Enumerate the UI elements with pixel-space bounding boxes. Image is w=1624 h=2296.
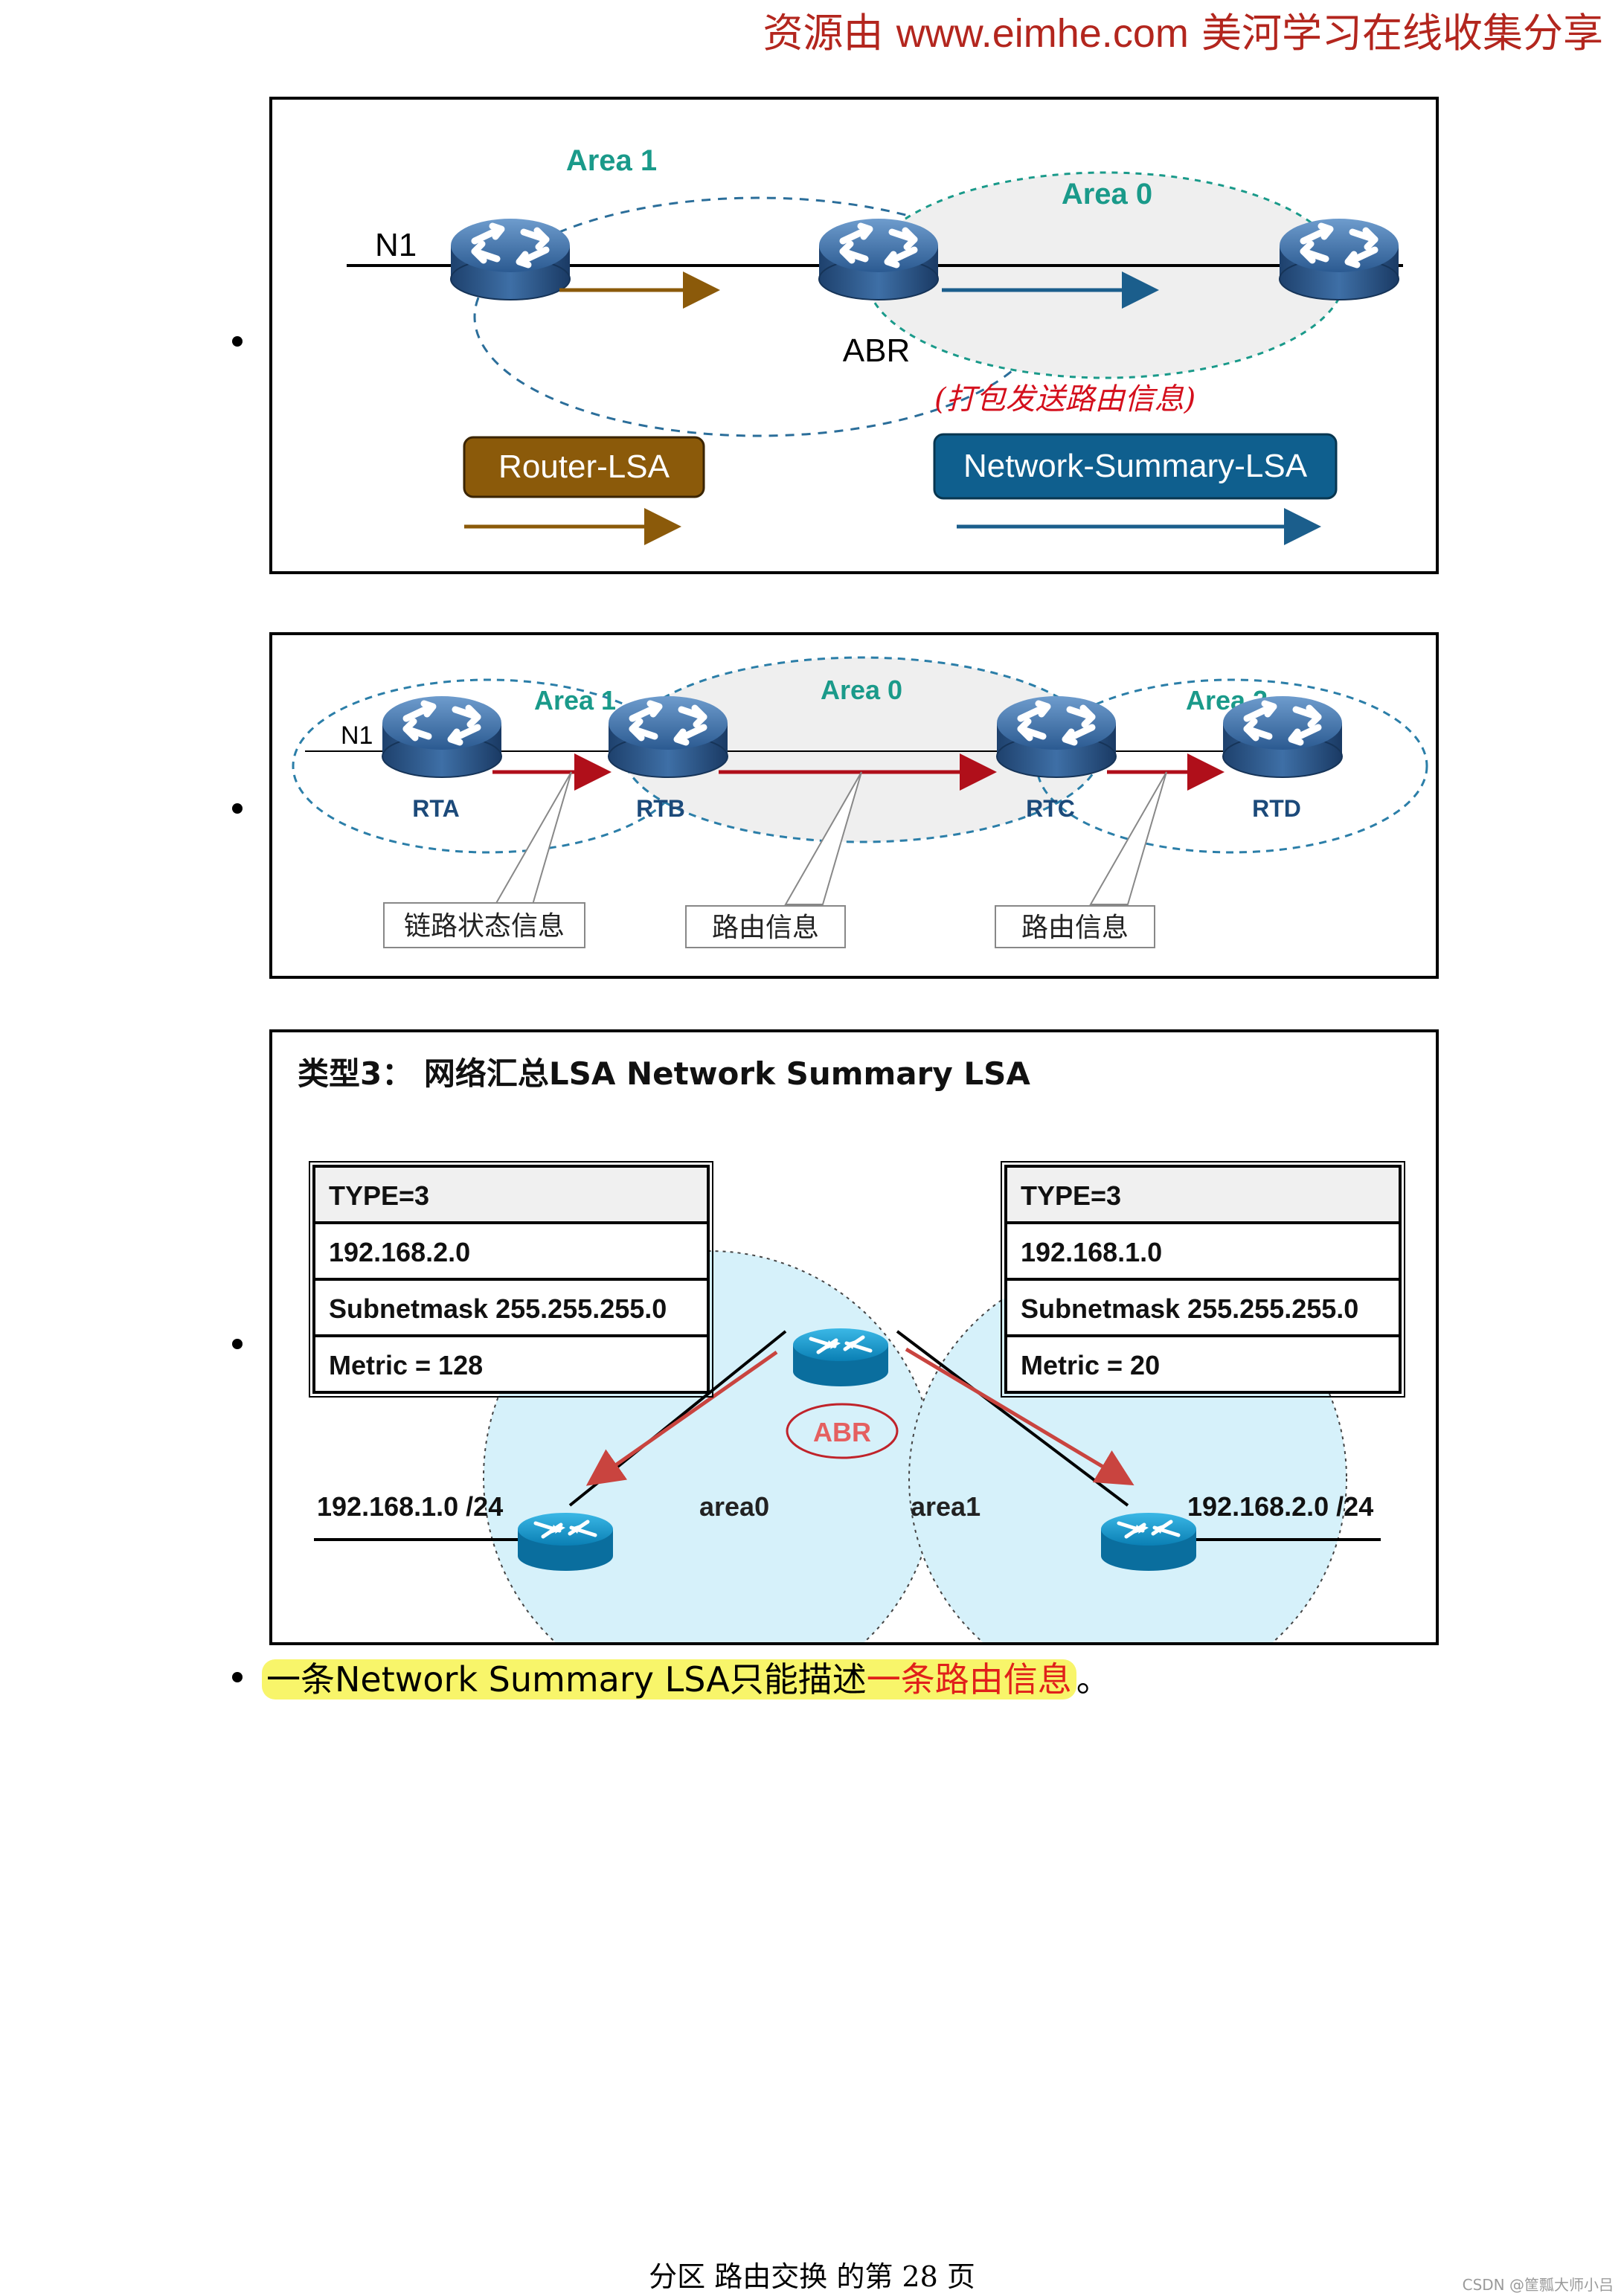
csdn-watermark: CSDN @筐瓢大师小吕 bbox=[1462, 2276, 1614, 2294]
figure-network-summary-lsa: 类型3： 网络汇总LSA Network Summary LSA ABR are… bbox=[269, 1029, 1439, 1645]
watermark: 资源由 www.eimhe.com 美河学习在线收集分享 bbox=[763, 10, 1603, 57]
summary-sentence: 一条Network Summary LSA只能描述一条路由信息。 bbox=[262, 1653, 1111, 1702]
router-lsa-box bbox=[463, 436, 705, 498]
label-rtc: RTC bbox=[1026, 795, 1075, 822]
n1-label: N1 bbox=[341, 721, 373, 750]
svg-text:Subnetmask 255.255.255.0: Subnetmask 255.255.255.0 bbox=[329, 1293, 667, 1324]
router-right-icon bbox=[1101, 1513, 1196, 1571]
svg-text:Metric = 20: Metric = 20 bbox=[1021, 1350, 1160, 1380]
svg-text:Metric = 128: Metric = 128 bbox=[329, 1350, 483, 1380]
area1-label: Area 1 bbox=[534, 685, 616, 716]
abr-label: ABR bbox=[813, 1417, 871, 1447]
router-rtb-icon bbox=[609, 696, 728, 777]
svg-text:Subnetmask 255.255.255.0: Subnetmask 255.255.255.0 bbox=[1021, 1293, 1358, 1324]
bullet-2 bbox=[232, 803, 243, 814]
router-right-icon bbox=[1280, 219, 1399, 300]
router-abr-icon bbox=[819, 219, 938, 300]
right-lsa-table: TYPE=3 192.168.1.0 Subnetmask 255.255.25… bbox=[1001, 1161, 1405, 1398]
router-lsa-label: Router-LSA bbox=[498, 448, 670, 485]
bullet-4 bbox=[232, 1672, 243, 1682]
callout-route-2 bbox=[995, 905, 1155, 948]
figure-3-svg: 类型3： 网络汇总LSA Network Summary LSA ABR are… bbox=[298, 1055, 1405, 1642]
label-rtb: RTB bbox=[636, 795, 685, 822]
figure-1-svg: Area 1 Area 0 N1 ABR (打包发送路由信息) Router-L… bbox=[347, 144, 1403, 545]
router-rtd-icon bbox=[1223, 696, 1342, 777]
svg-text:192.168.2.0: 192.168.2.0 bbox=[329, 1237, 470, 1267]
callout-route-1 bbox=[685, 905, 846, 948]
callout-link-state bbox=[383, 902, 585, 948]
router-rtc-icon bbox=[997, 696, 1116, 777]
page-footer: 分区 路由交换 的第 28 页 bbox=[649, 2260, 975, 2293]
highlight-red-text: 一条路由信息 bbox=[866, 1659, 1072, 1700]
area0-label: Area 0 bbox=[1062, 178, 1152, 210]
router-left-icon bbox=[451, 219, 570, 300]
figure-2-svg: N1 Area 1 Area 0 Area 2 RTA RTB RTC RTD … bbox=[292, 656, 1428, 948]
area0-label: Area 0 bbox=[821, 675, 902, 705]
network-summary-lsa-label: Network-Summary-LSA bbox=[963, 448, 1308, 484]
svg-text:TYPE=3: TYPE=3 bbox=[329, 1180, 429, 1211]
area0-label: area0 bbox=[699, 1491, 769, 1522]
svg-text:TYPE=3: TYPE=3 bbox=[1021, 1180, 1121, 1211]
svg-text:链路状态信息: 链路状态信息 bbox=[404, 911, 565, 942]
area1-label: area1 bbox=[911, 1491, 981, 1522]
highlight-text: 一条Network Summary LSA只能描述一条路由信息 bbox=[262, 1659, 1076, 1700]
figure-area-routing: N1 Area 1 Area 0 Area 2 RTA RTB RTC RTD … bbox=[269, 632, 1439, 979]
figure3-title: 类型3： 网络汇总LSA Network Summary LSA bbox=[298, 1055, 1030, 1092]
figure-abr-lsa: Area 1 Area 0 N1 ABR (打包发送路由信息) Router-L… bbox=[269, 97, 1439, 574]
left-lsa-table: TYPE=3 192.168.2.0 Subnetmask 255.255.25… bbox=[309, 1161, 713, 1398]
router-rta-icon bbox=[382, 696, 501, 777]
n1-label: N1 bbox=[375, 227, 417, 263]
router-abr-icon bbox=[793, 1328, 888, 1386]
bullet-3 bbox=[232, 1339, 243, 1349]
svg-text:192.168.1.0: 192.168.1.0 bbox=[1021, 1237, 1162, 1267]
area1-label: Area 1 bbox=[566, 144, 657, 177]
router-left-icon bbox=[518, 1513, 613, 1571]
label-rtd: RTD bbox=[1252, 795, 1301, 822]
watermark-url[interactable]: www.eimhe.com bbox=[896, 11, 1189, 56]
network-summary-lsa-box bbox=[933, 433, 1338, 500]
abr-label: ABR bbox=[843, 332, 910, 369]
label-rta: RTA bbox=[412, 795, 459, 822]
abr-circle bbox=[786, 1403, 899, 1459]
svg-text:路由信息: 路由信息 bbox=[712, 913, 819, 943]
bullet-1 bbox=[232, 336, 243, 347]
note-handwritten: (打包发送路由信息) bbox=[934, 382, 1195, 417]
svg-text:路由信息: 路由信息 bbox=[1021, 913, 1129, 943]
right-net-label: 192.168.2.0 /24 bbox=[1187, 1491, 1373, 1522]
left-net-label: 192.168.1.0 /24 bbox=[317, 1491, 503, 1522]
